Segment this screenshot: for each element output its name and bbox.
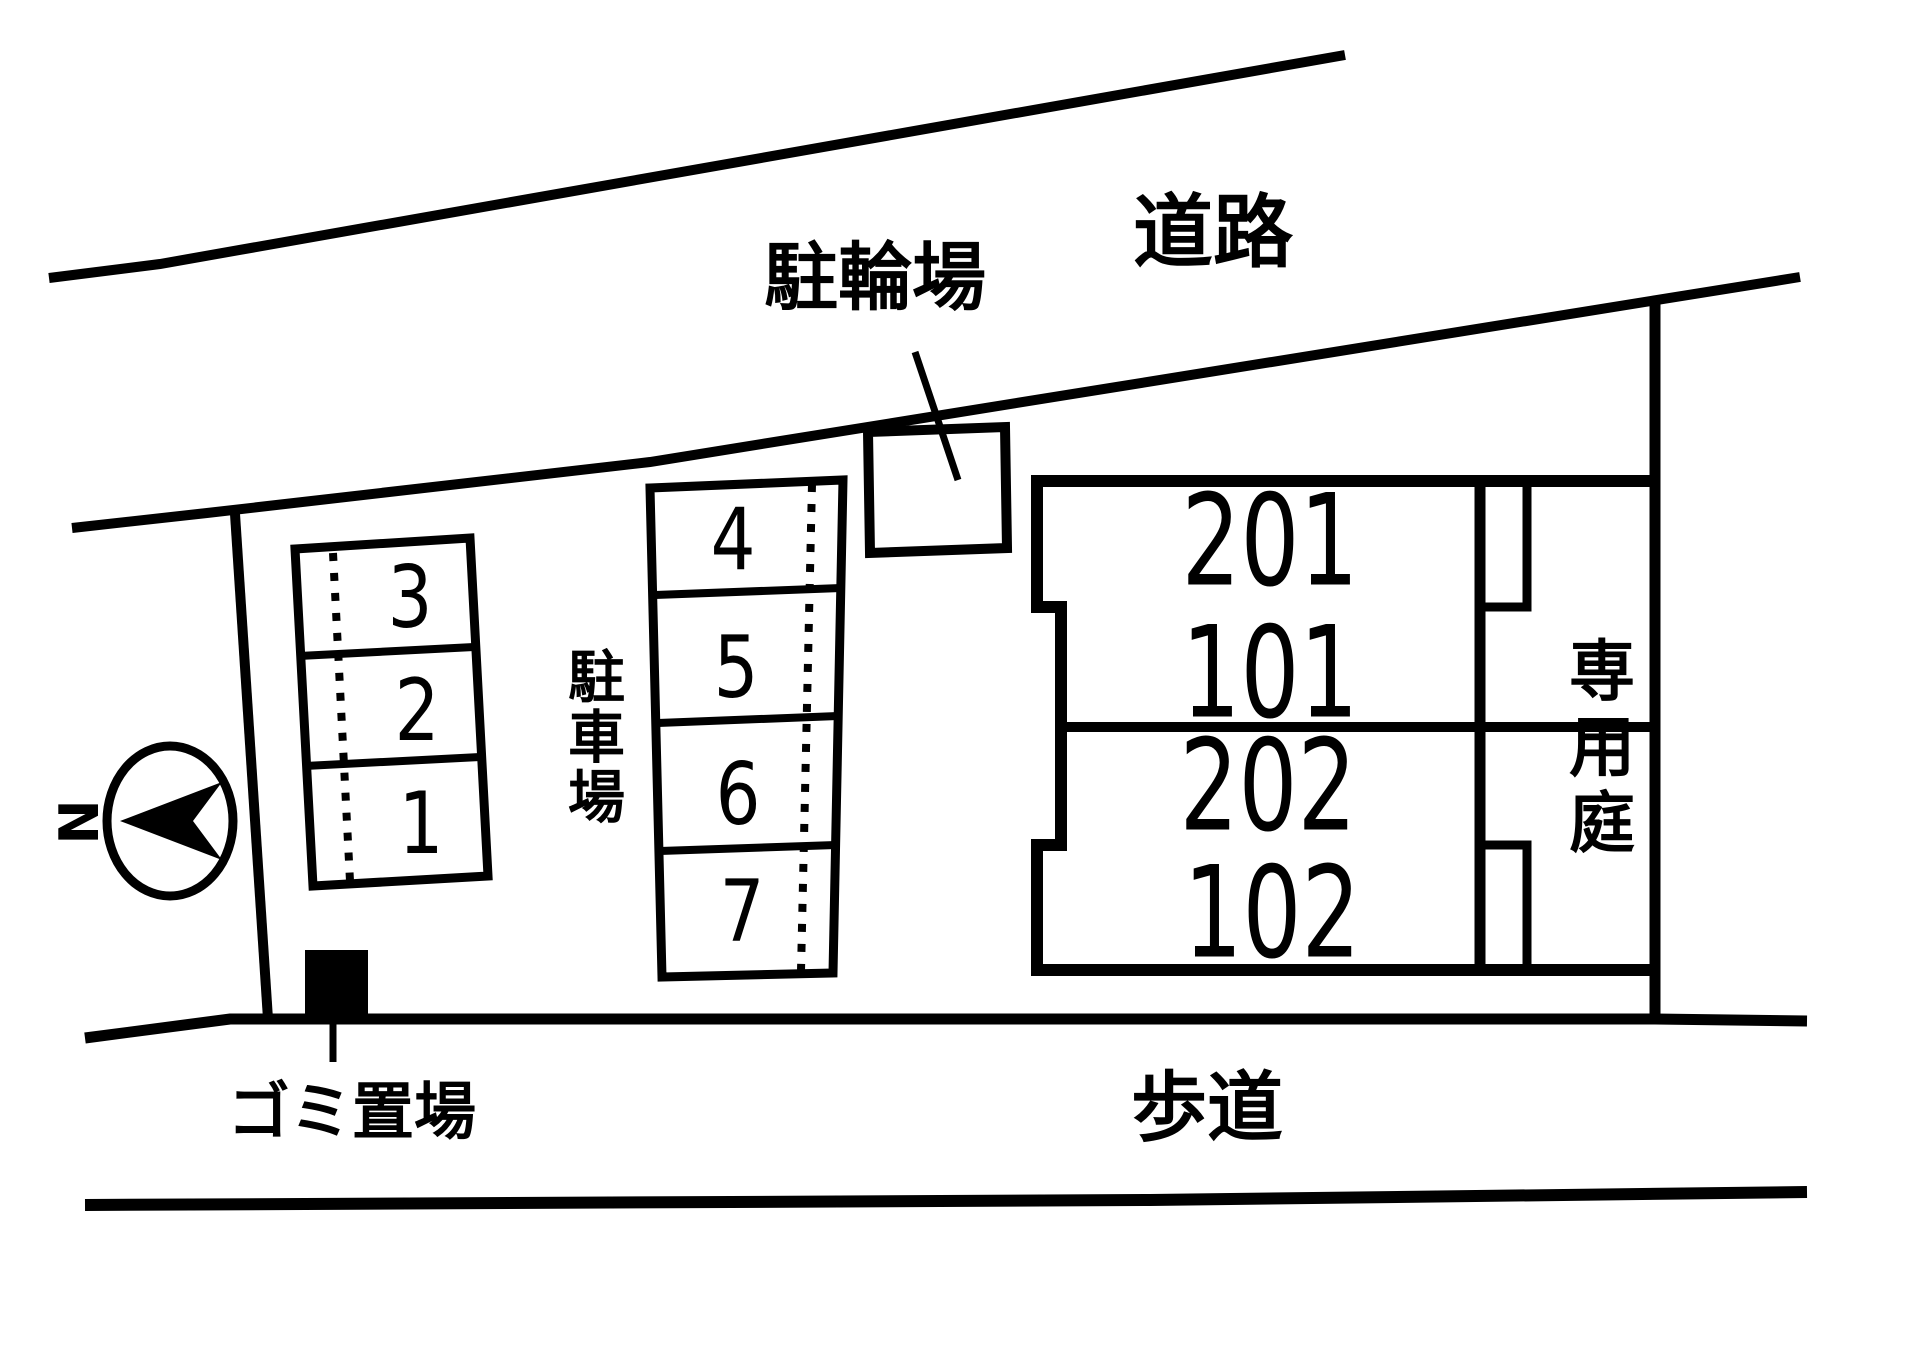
- parking-space-7: 7: [719, 862, 765, 962]
- compass: [102, 741, 238, 901]
- unit-202: 202: [1179, 711, 1357, 860]
- parking-divider-6-7: [659, 841, 837, 855]
- left-boundary-line: [230, 513, 273, 1020]
- bicycle-parking-label: 駐輪場: [764, 235, 986, 321]
- parking-block-left: [290, 533, 493, 891]
- parking-block-middle: [645, 475, 848, 982]
- parking-space-1: 1: [398, 774, 444, 874]
- garbage-area-square: [305, 950, 368, 1018]
- compass-north-letter: N: [48, 799, 111, 845]
- road-lower-line: [71, 272, 1801, 533]
- garbage-area-label: ゴミ置場: [227, 1075, 477, 1148]
- bicycle-parking-pointer-line: [911, 350, 962, 482]
- sidewalk-label: 歩道: [1131, 1063, 1283, 1152]
- bicycle-parking-square: [862, 421, 1013, 559]
- parking-space-6: 6: [715, 745, 761, 845]
- unit-201: 201: [1181, 466, 1359, 615]
- parking-divider-2-1: [304, 753, 481, 770]
- parking-block-left-outline: [290, 533, 493, 891]
- parking-divider-3-2: [298, 643, 475, 660]
- parking-divider-5-6: [657, 712, 839, 727]
- parking-block-middle-outline: [645, 475, 848, 982]
- parking-space-4: 4: [710, 490, 756, 590]
- parking-space-2: 2: [394, 661, 440, 761]
- sidewalk-upper-line: [84, 1013, 1808, 1044]
- parking-space-3: 3: [387, 548, 433, 648]
- compass-circle: [102, 741, 238, 901]
- parking-left-dotted-line: [329, 552, 354, 882]
- car-parking-label: 駐車場: [558, 647, 625, 827]
- sidewalk-lower-line: [84, 1186, 1808, 1211]
- parking-space-5: 5: [713, 618, 759, 718]
- compass-arrow: [120, 782, 222, 860]
- road-label: 道路: [1133, 186, 1293, 279]
- private-garden-label: 専用庭: [1558, 636, 1635, 864]
- garden-bottom-notch: [1480, 840, 1532, 970]
- garden-top-notch: [1480, 481, 1532, 612]
- unit-101: 101: [1181, 598, 1359, 747]
- road-upper-line: [48, 50, 1346, 283]
- parking-middle-dotted-line: [797, 483, 816, 972]
- unit-102: 102: [1183, 838, 1361, 987]
